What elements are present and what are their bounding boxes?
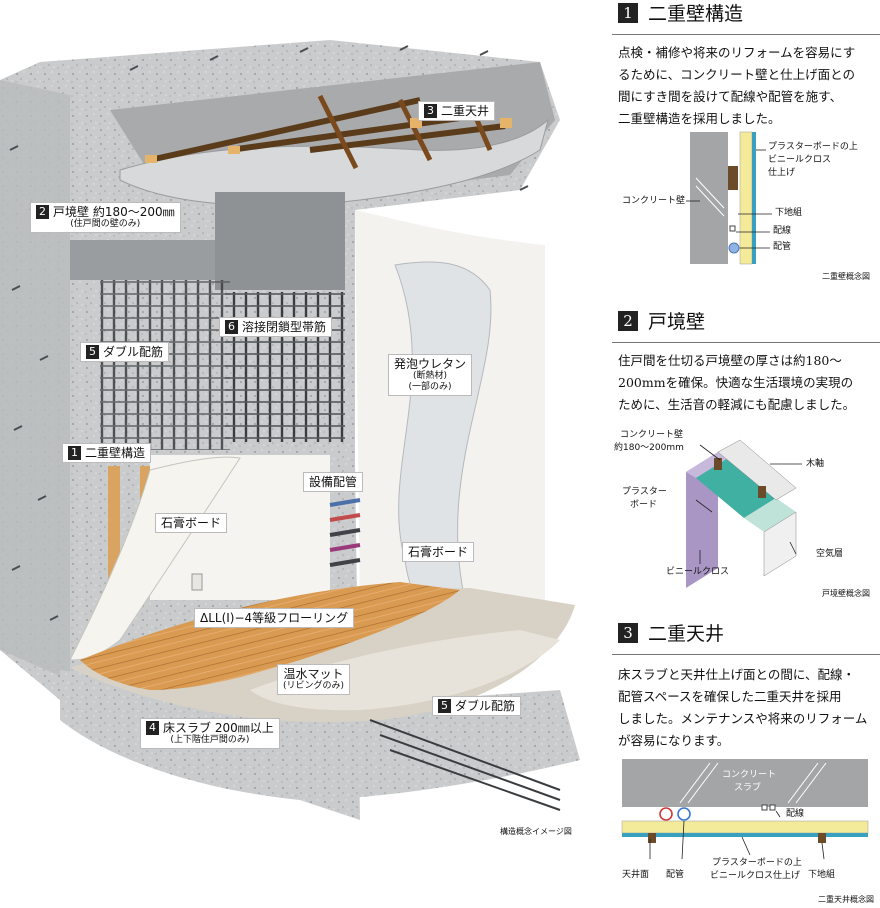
dc-wiring-label: 配線 — [786, 809, 805, 819]
dw-board-label-1: プラスターボードの上 — [768, 142, 858, 152]
label-gypsum-left: 石膏ボード — [155, 513, 228, 533]
dc-slab-label-2: スラブ — [734, 783, 762, 793]
dw-concrete-label: コンクリート壁 — [622, 196, 686, 206]
dw-caption: 二重壁概念図 — [822, 272, 870, 281]
dc-board-label-2: ビニールクロス仕上げ — [710, 871, 801, 881]
pw-vinyl-label: ビニールクロス — [666, 567, 730, 577]
pw-plaster-label-2: ボード — [630, 500, 658, 510]
pw-caption: 戸境壁概念図 — [822, 589, 870, 598]
pw-air-label: 空気層 — [816, 549, 844, 559]
section-3-rule — [612, 654, 880, 655]
dc-frame-label: 下地組 — [808, 870, 836, 880]
dc-pipe-label: 配管 — [666, 870, 685, 880]
section-1-rule — [612, 34, 880, 35]
section-2-body: 住戸間を仕切る戸境壁の厚さは約180〜 200mmを確保。快適な生活環境の実現の… — [618, 353, 856, 412]
illustration-caption: 構造概念イメージ図 — [500, 827, 572, 836]
dw-pipe-label: 配管 — [773, 242, 792, 252]
dw-wiring-label: 配線 — [773, 226, 792, 236]
label-gypsum-right: 石膏ボード — [402, 542, 475, 562]
pw-plaster-label-1: プラスター — [622, 487, 667, 497]
label-urethane: 発泡ウレタン (断熱材) (一部のみ) — [388, 354, 473, 396]
double-wall-diagram — [686, 131, 772, 265]
structure-illustration — [0, 40, 580, 820]
dc-board-label-1: プラスターボードの上 — [712, 858, 802, 868]
dc-caption: 二重天井概念図 — [818, 895, 874, 904]
dw-frame-label: 下地組 — [775, 208, 803, 218]
dw-board-label-2: ビニールクロス — [768, 155, 832, 165]
label-equipment-pipe: 設備配管 — [303, 472, 364, 492]
dc-slab-label-1: コンクリート — [722, 770, 777, 780]
dw-board-label-3: 仕上げ — [768, 168, 796, 178]
party-wall-diagram — [686, 439, 802, 588]
double-ceiling-diagram — [621, 759, 869, 860]
label-hot-water-mat: 温水マット (リビングのみ) — [277, 664, 351, 695]
pw-stud-label: 木軸 — [806, 459, 825, 469]
pw-concrete-label-1: コンクリート壁 — [620, 430, 684, 440]
pw-concrete-label-2: 約180〜200mm — [614, 443, 684, 453]
dc-ceiling-label: 天井面 — [622, 870, 650, 880]
label-flooring: ΔLL(Ⅰ)−4等級フローリング — [194, 608, 355, 628]
section-1-body: 点検・補修や将来のリフォームを容易にす るために、コンクリート壁と仕上げ面との … — [618, 45, 856, 126]
section-2-rule — [612, 342, 880, 343]
section-3-body: 床スラブと天井仕上げ面との間に、配線・ 配管スペースを確保した二重天井を採用 し… — [618, 667, 868, 748]
